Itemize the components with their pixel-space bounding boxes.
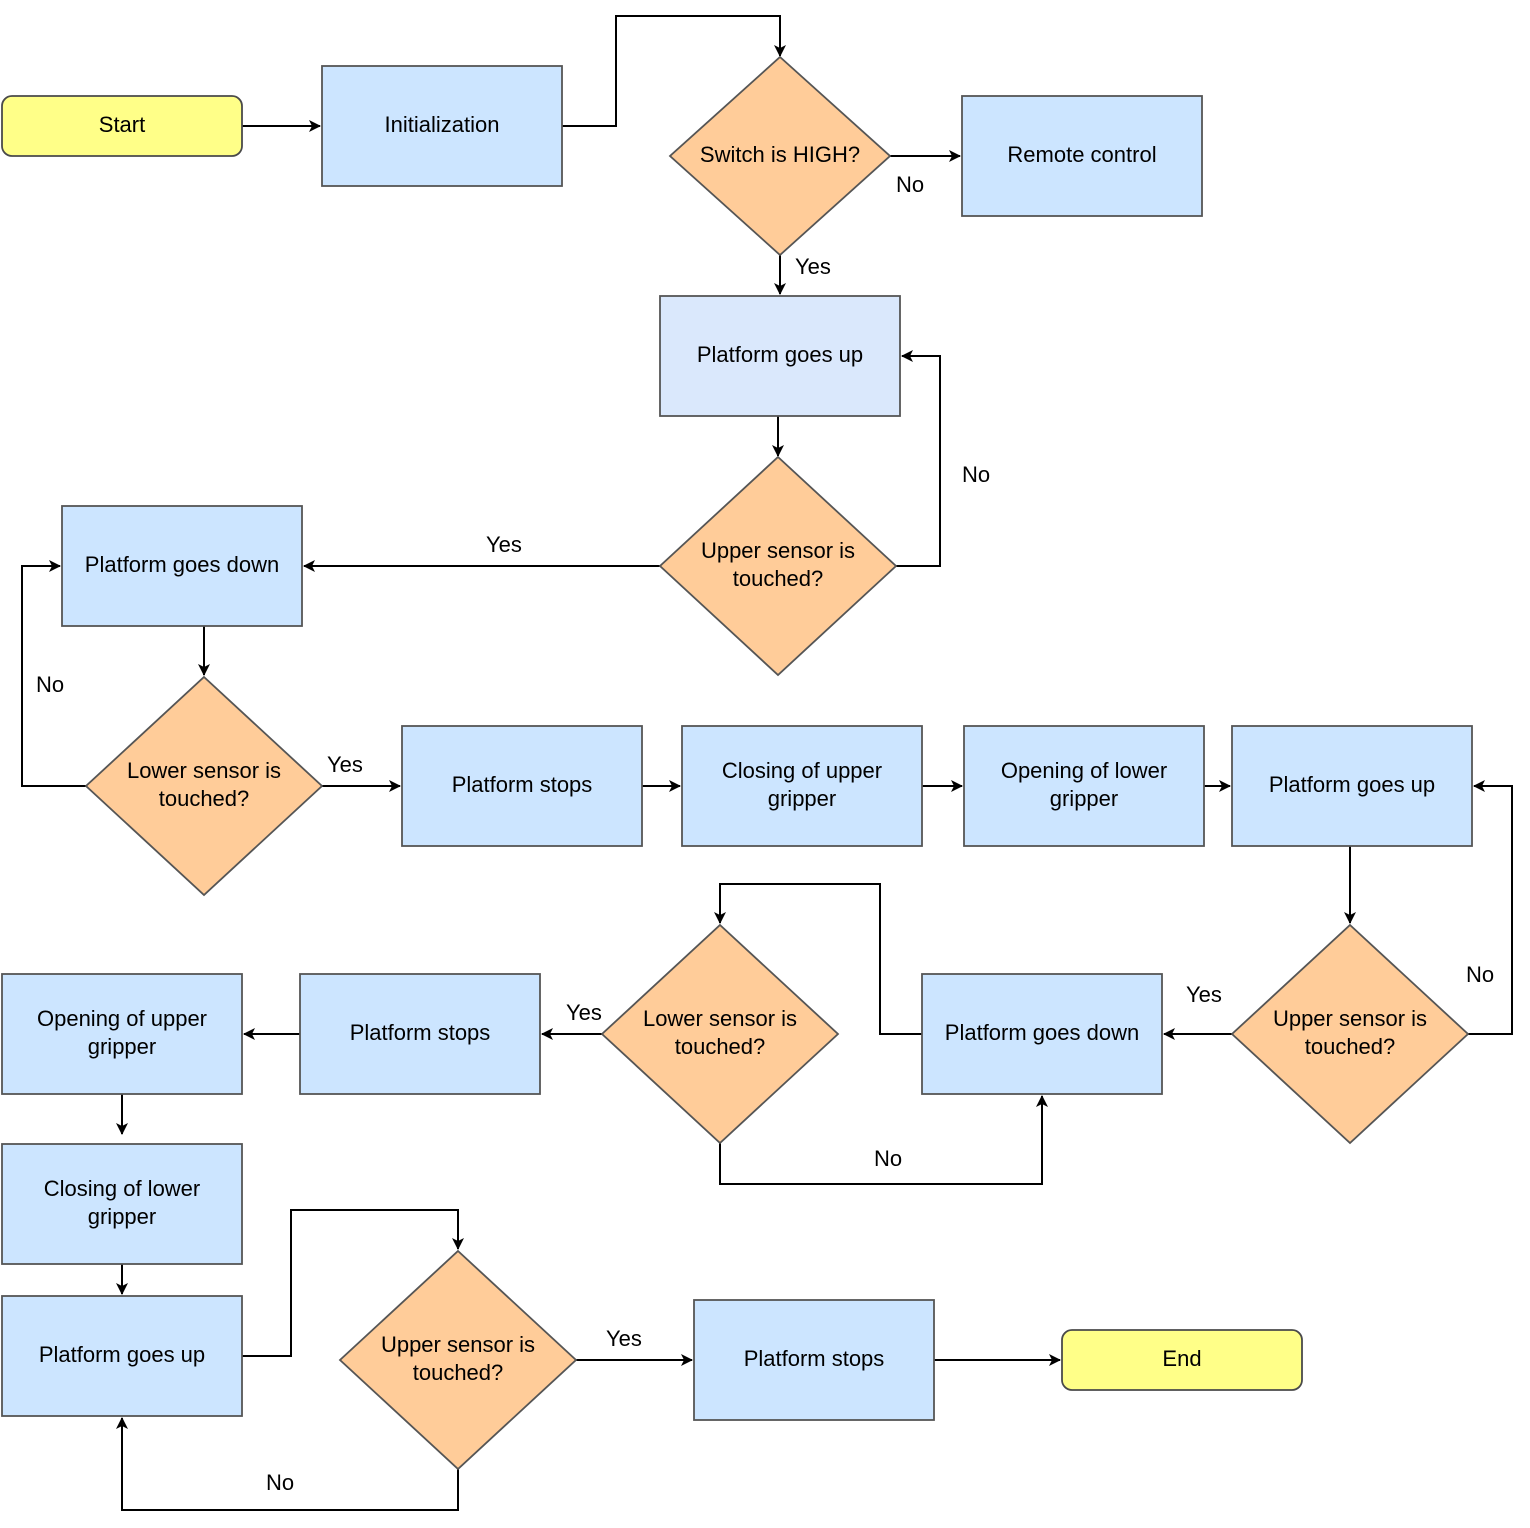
edge-lower-sensor-2-to-platform-down-2 bbox=[719, 1095, 1048, 1185]
edge-label: No bbox=[896, 172, 924, 197]
node-label: Remote control bbox=[1007, 142, 1156, 167]
node-switch-high: Switch is HIGH? bbox=[668, 55, 892, 257]
node-label: Upper sensor is bbox=[381, 1332, 535, 1357]
edge-label: No bbox=[1466, 962, 1494, 987]
node-lower-sensor-2: Lower sensor is touched? bbox=[600, 923, 840, 1145]
process-shape bbox=[921, 973, 1163, 1095]
process-shape bbox=[401, 725, 643, 847]
process-shape bbox=[693, 1299, 935, 1421]
node-label: gripper bbox=[88, 1204, 156, 1229]
edge-label: No bbox=[36, 672, 64, 697]
node-upper-sensor-3: Upper sensor is touched? bbox=[338, 1249, 578, 1471]
process-shape bbox=[321, 65, 563, 187]
edge-label: No bbox=[874, 1146, 902, 1171]
process-shape bbox=[1, 1143, 243, 1265]
node-remote-control: Remote control bbox=[961, 95, 1203, 217]
terminal-shape bbox=[1061, 1329, 1303, 1391]
edge-upper-sensor-1-to-platform-up-1 bbox=[896, 350, 941, 567]
node-closing-upper: Closing of upper gripper bbox=[681, 725, 923, 847]
node-platform-down-2: Platform goes down bbox=[921, 973, 1163, 1095]
node-upper-sensor-1: Upper sensor is touched? bbox=[658, 455, 898, 677]
node-label: Platform goes up bbox=[1269, 772, 1435, 797]
process-shape bbox=[299, 973, 541, 1095]
edge-upper-sensor-2-to-platform-up-2 bbox=[1468, 780, 1513, 1035]
process-shape bbox=[659, 295, 901, 417]
edge-label: Yes bbox=[1186, 982, 1222, 1007]
node-label: gripper bbox=[768, 786, 836, 811]
process-shape bbox=[681, 725, 923, 847]
node-label: Upper sensor is bbox=[1273, 1006, 1427, 1031]
node-label: Platform goes up bbox=[39, 1342, 205, 1367]
decision-shape bbox=[1230, 923, 1470, 1145]
edge-label: Yes bbox=[795, 254, 831, 279]
node-start: Start bbox=[1, 95, 243, 157]
node-label: Opening of upper bbox=[37, 1006, 207, 1031]
node-opening-upper: Opening of upper gripper bbox=[1, 973, 243, 1095]
node-label: Lower sensor is bbox=[643, 1006, 797, 1031]
node-label: Closing of upper bbox=[722, 758, 882, 783]
edge-upper-sensor-3-to-platform-up-3 bbox=[116, 1417, 459, 1511]
edge-label: Yes bbox=[566, 1000, 602, 1025]
node-platform-up-3: Platform goes up bbox=[1, 1295, 243, 1417]
node-opening-lower: Opening of lower gripper bbox=[963, 725, 1205, 847]
node-closing-lower: Closing of lower gripper bbox=[1, 1143, 243, 1265]
node-upper-sensor-2: Upper sensor is touched? bbox=[1230, 923, 1470, 1145]
process-shape bbox=[1, 973, 243, 1095]
node-label: Platform stops bbox=[350, 1020, 491, 1045]
terminal-shape bbox=[1, 95, 243, 157]
decision-shape bbox=[658, 455, 898, 677]
edge-initialization-to-switch-high bbox=[562, 15, 786, 127]
edge-label: Yes bbox=[327, 752, 363, 777]
node-label: touched? bbox=[413, 1360, 504, 1385]
process-shape bbox=[963, 725, 1205, 847]
node-label: touched? bbox=[1305, 1034, 1396, 1059]
node-end: End bbox=[1061, 1329, 1303, 1391]
node-label: touched? bbox=[675, 1034, 766, 1059]
node-label: Lower sensor is bbox=[127, 758, 281, 783]
node-label: Platform goes down bbox=[945, 1020, 1139, 1045]
process-shape bbox=[1, 1295, 243, 1417]
node-label: touched? bbox=[733, 566, 824, 591]
edge-lower-sensor-1-to-platform-down-1 bbox=[21, 560, 86, 787]
decision-shape bbox=[668, 55, 892, 257]
node-platform-up-1: Platform goes up bbox=[659, 295, 901, 417]
node-label: Platform goes down bbox=[85, 552, 279, 577]
node-label: Start bbox=[99, 112, 145, 137]
decision-shape bbox=[600, 923, 840, 1145]
node-platform-stops-2: Platform stops bbox=[299, 973, 541, 1095]
node-platform-down-1: Platform goes down bbox=[61, 505, 303, 627]
edge-label: Yes bbox=[486, 532, 522, 557]
node-label: Initialization bbox=[385, 112, 500, 137]
node-label: Platform stops bbox=[452, 772, 593, 797]
node-platform-up-2: Platform goes up bbox=[1231, 725, 1473, 847]
node-label: Switch is HIGH? bbox=[700, 142, 860, 167]
decision-shape bbox=[84, 675, 324, 897]
node-label: gripper bbox=[88, 1034, 156, 1059]
node-platform-stops-1: Platform stops bbox=[401, 725, 643, 847]
process-shape bbox=[1231, 725, 1473, 847]
edge-label: No bbox=[266, 1470, 294, 1495]
node-label: gripper bbox=[1050, 786, 1118, 811]
node-label: Opening of lower bbox=[1001, 758, 1167, 783]
edge-platform-up-3-to-upper-sensor-3 bbox=[242, 1209, 464, 1357]
node-label: Closing of lower bbox=[44, 1176, 201, 1201]
process-shape bbox=[61, 505, 303, 627]
edge-label: Yes bbox=[606, 1326, 642, 1351]
edge-label: No bbox=[962, 462, 990, 487]
edge-platform-down-2-to-lower-sensor-2 bbox=[714, 883, 922, 1035]
node-label: End bbox=[1162, 1346, 1201, 1371]
node-label: Upper sensor is bbox=[701, 538, 855, 563]
decision-shape bbox=[338, 1249, 578, 1471]
node-label: touched? bbox=[159, 786, 250, 811]
node-lower-sensor-1: Lower sensor is touched? bbox=[84, 675, 324, 897]
node-platform-stops-3: Platform stops bbox=[693, 1299, 935, 1421]
node-initialization: Initialization bbox=[321, 65, 563, 187]
node-label: Platform goes up bbox=[697, 342, 863, 367]
node-label: Platform stops bbox=[744, 1346, 885, 1371]
process-shape bbox=[961, 95, 1203, 217]
